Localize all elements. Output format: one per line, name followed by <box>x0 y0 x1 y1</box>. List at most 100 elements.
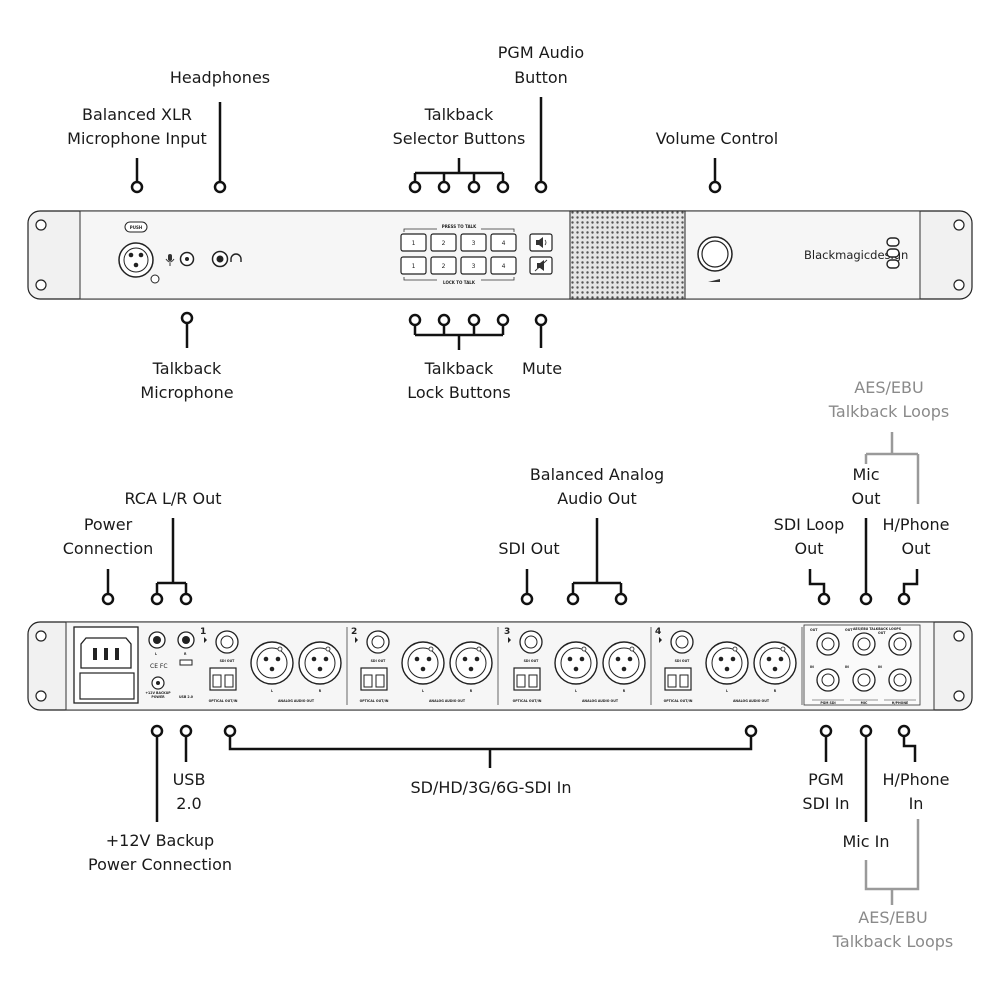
button-number: 4 <box>502 240 506 247</box>
button-number: 1 <box>412 240 416 247</box>
mic-out-bnc[interactable] <box>852 632 876 656</box>
mic-text: MIC <box>861 701 868 705</box>
headphone-jack[interactable] <box>211 250 229 268</box>
callout-dot <box>496 180 510 194</box>
label-hphone-in-line1: H/Phone <box>883 770 950 789</box>
xlr-pin <box>420 666 426 672</box>
analog-audio-out-text: ANALOG AUDIO OUT <box>429 699 466 703</box>
xlr-latch <box>428 646 434 652</box>
lock-to-talk-bracket <box>403 277 515 281</box>
talkback-selector-button-4[interactable] <box>490 233 517 252</box>
callout-aes-ebu-top <box>864 432 920 504</box>
callout-dot <box>180 311 194 325</box>
xlr-pin <box>462 656 468 662</box>
label-pgm-sdi-line2: SDI In <box>802 794 849 813</box>
callout-dot <box>534 180 548 194</box>
callout-dot <box>817 592 831 606</box>
label-talkback-mic-line2: Microphone <box>140 383 233 402</box>
xlr-microphone-input[interactable]: PUSH <box>118 221 160 284</box>
xlr-latch <box>732 646 738 652</box>
callout-dot <box>408 180 422 194</box>
callout-dot <box>496 313 510 327</box>
callout-dot <box>213 180 227 194</box>
front-panel-device: PUSH PRESS TO TALK 1 2 3 4 <box>27 210 973 300</box>
backup-power-jack[interactable] <box>151 676 165 690</box>
power-connection[interactable] <box>73 626 139 704</box>
hphone-out-bnc[interactable] <box>888 632 912 656</box>
label-balanced-analog-line2: Audio Out <box>557 489 637 508</box>
volume-control-knob[interactable] <box>697 236 733 272</box>
label-aes-ebu-bottom-line2: Talkback Loops <box>832 932 953 951</box>
label-rca-out: RCA L/R Out <box>124 489 221 508</box>
brand-logo-icon <box>886 237 900 269</box>
xlr-inner-ring <box>560 647 592 679</box>
channel-arrow-icon <box>659 637 662 643</box>
speaker-grille <box>569 210 686 300</box>
xlr-latch <box>780 646 786 652</box>
optical-text: OPTICAL OUT/IN <box>513 699 542 703</box>
rca-right-out[interactable] <box>177 631 195 649</box>
sdi-loop-out-bnc[interactable] <box>816 632 840 656</box>
callout-dot <box>534 313 548 327</box>
talkback-lock-button-3[interactable] <box>460 256 487 275</box>
loops-header-text: AES/EBU TALKBACK LOOPS <box>853 627 902 631</box>
talkback-lock-buttons: 1 2 3 4 <box>400 256 517 275</box>
rack-hole <box>35 279 47 291</box>
loop-in-text: IN <box>810 665 814 669</box>
callout-talkback-lock <box>413 323 505 350</box>
channel-number: 1 <box>200 627 206 637</box>
front-callout-lines <box>130 97 722 350</box>
talkback-loops-panel: AES/EBU TALKBACK LOOPS OUT OUT OUT IN IN… <box>803 624 921 706</box>
xlr-pin <box>317 666 323 672</box>
label-hphone-out-line2: Out <box>901 539 930 558</box>
xlr-pin <box>772 666 778 672</box>
label-mic-out-line1: Mic <box>852 465 879 484</box>
channel-arrow-icon <box>204 637 207 643</box>
callout-dot <box>897 724 911 738</box>
talkback-selector-button-1[interactable] <box>400 233 427 252</box>
callout-dot <box>467 313 481 327</box>
usb-port[interactable] <box>179 659 193 666</box>
callout-talkback-selector <box>413 158 505 185</box>
right-channel-text: R <box>470 689 473 693</box>
rack-hole <box>953 279 965 291</box>
left-channel-text: L <box>575 689 577 693</box>
callout-dot <box>897 592 911 606</box>
optical-out-socket <box>667 674 677 688</box>
rack-hole <box>953 690 965 702</box>
push-tab[interactable] <box>124 221 148 233</box>
mic-in-bnc[interactable] <box>852 668 876 692</box>
label-sdi-loop-line1: SDI Loop <box>774 515 845 534</box>
volume-ramp-icon <box>708 279 720 282</box>
label-pgm-audio-line2: Button <box>514 68 568 87</box>
hphone-in-bnc[interactable] <box>888 668 912 692</box>
label-hphone-in-line2: In <box>909 794 924 813</box>
callout-rca <box>155 518 188 597</box>
callout-dot <box>179 592 193 606</box>
rear-callout-lines <box>101 432 920 905</box>
push-text: PUSH <box>130 225 142 230</box>
talkback-selector-button-3[interactable] <box>460 233 487 252</box>
pgm-sdi-in-bnc[interactable] <box>816 668 840 692</box>
xlr-inner-ring <box>608 647 640 679</box>
label-mute: Mute <box>522 359 562 378</box>
rca-left-out[interactable] <box>148 631 166 649</box>
rack-hole <box>35 630 47 642</box>
label-volume-control: Volume Control <box>656 129 778 148</box>
label-sdi-in: SD/HD/3G/6G-SDI In <box>410 778 571 797</box>
talkback-lock-button-2[interactable] <box>430 256 457 275</box>
callout-hphone-out <box>902 569 919 597</box>
talkback-lock-button-4[interactable] <box>490 256 517 275</box>
label-aes-ebu-top-line2: Talkback Loops <box>828 402 949 421</box>
talkback-selector-button-2[interactable] <box>430 233 457 252</box>
left-channel-text: L <box>726 689 728 693</box>
talkback-lock-button-1[interactable] <box>400 256 427 275</box>
sdi-out-text: SDI OUT <box>524 659 540 663</box>
xlr-pin <box>579 656 585 662</box>
callout-sdi-in <box>228 733 753 768</box>
label-talkback-mic-line1: Talkback <box>152 359 222 378</box>
label-talkback-lock-line1: Talkback <box>424 359 494 378</box>
hphone-text: H/PHONE <box>892 701 908 705</box>
